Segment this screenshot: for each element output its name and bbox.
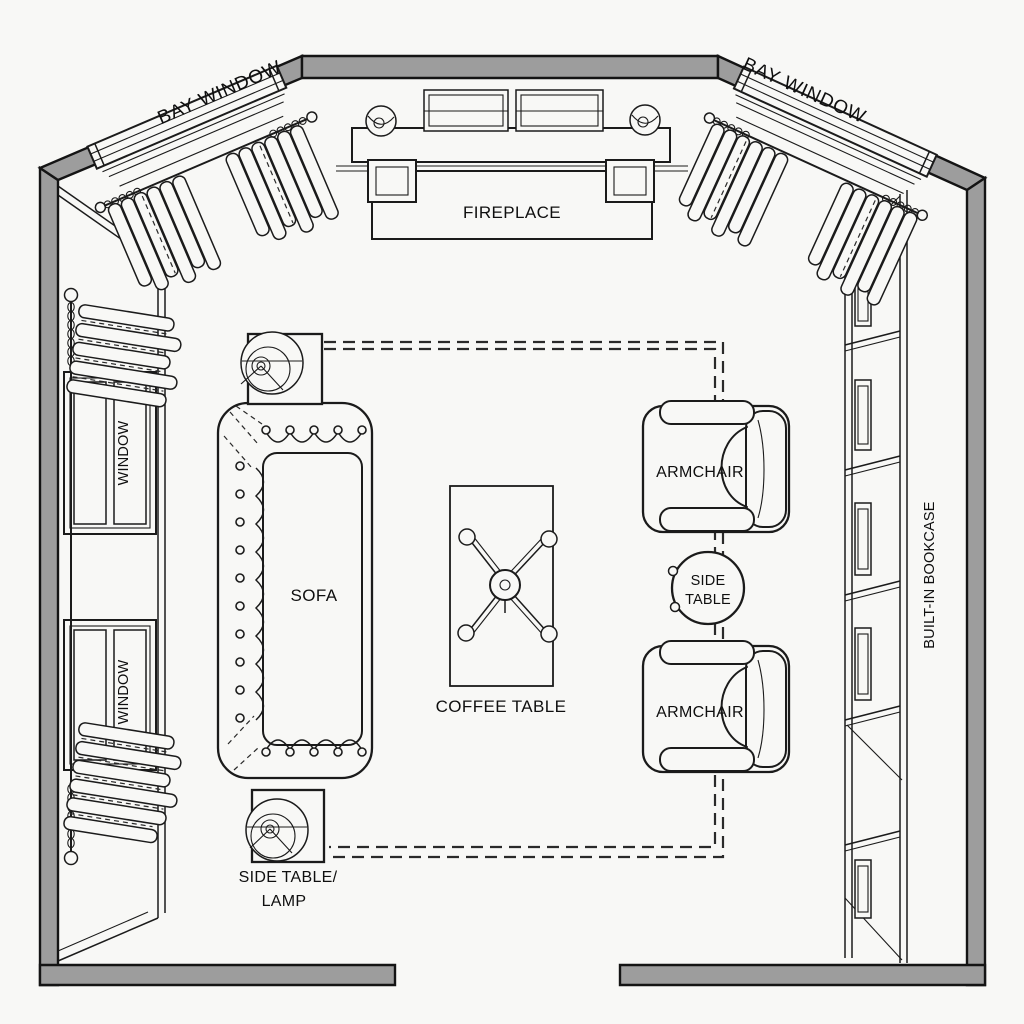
sconce-left xyxy=(365,105,397,137)
left-wall-curtains xyxy=(63,287,182,866)
side-table-lamp-label-line1: SIDE TABLE/ xyxy=(239,869,338,886)
sofa-label: SOFA xyxy=(291,586,338,605)
coffee-table-label: COFFEE TABLE xyxy=(436,697,567,716)
round-side-table-label-line2: TABLE xyxy=(685,592,731,608)
coffee-table: COFFEE TABLE xyxy=(436,485,567,716)
bay-window-right xyxy=(678,65,939,306)
round-side-table: SIDE TABLE xyxy=(667,550,746,626)
fireplace-label: FIREPLACE xyxy=(463,203,561,222)
armchair-lower-label: ARMCHAIR xyxy=(656,704,744,721)
armchair-lower: ARMCHAIR xyxy=(641,640,791,774)
wall-top xyxy=(300,54,720,80)
window-lower-label: WINDOW xyxy=(116,659,132,724)
wall-right xyxy=(965,175,987,987)
fireplace: FIREPLACE xyxy=(336,89,688,240)
curtain-panels-left-bay xyxy=(107,125,339,291)
fireplace-column-right xyxy=(605,159,655,203)
curtain-drape-upper xyxy=(66,304,182,408)
wall-bottom-right xyxy=(618,963,987,987)
bay-window-left xyxy=(86,64,339,291)
wall-bottom-left xyxy=(38,963,397,987)
bookcase-shelf-items xyxy=(854,267,872,919)
mantel-panel-left xyxy=(423,89,509,132)
wall-left xyxy=(38,165,60,987)
sconce-right xyxy=(629,104,661,136)
fireplace-column-left xyxy=(367,159,417,203)
side-table-lamp-bottom: SIDE TABLE/ LAMP xyxy=(239,788,338,910)
mantel-panel-right xyxy=(515,89,604,132)
round-side-table-label-line1: SIDE xyxy=(691,573,726,589)
armchair-upper: ARMCHAIR xyxy=(641,400,791,534)
built-in-bookcase-label: BUILT-IN BOOKCASE xyxy=(922,501,938,648)
armchair-upper-label: ARMCHAIR xyxy=(656,464,744,481)
curtain-panels-right-bay xyxy=(678,123,918,306)
side-table-lamp-top xyxy=(240,331,324,406)
curtain-rod-left-bay xyxy=(94,111,318,214)
curtain-rod-right-bay xyxy=(703,112,929,222)
side-table-lamp-label-line2: LAMP xyxy=(262,893,307,910)
fireplace-mantel xyxy=(351,127,671,163)
window-upper-label: WINDOW xyxy=(116,420,132,485)
sofa: SOFA xyxy=(216,401,374,780)
